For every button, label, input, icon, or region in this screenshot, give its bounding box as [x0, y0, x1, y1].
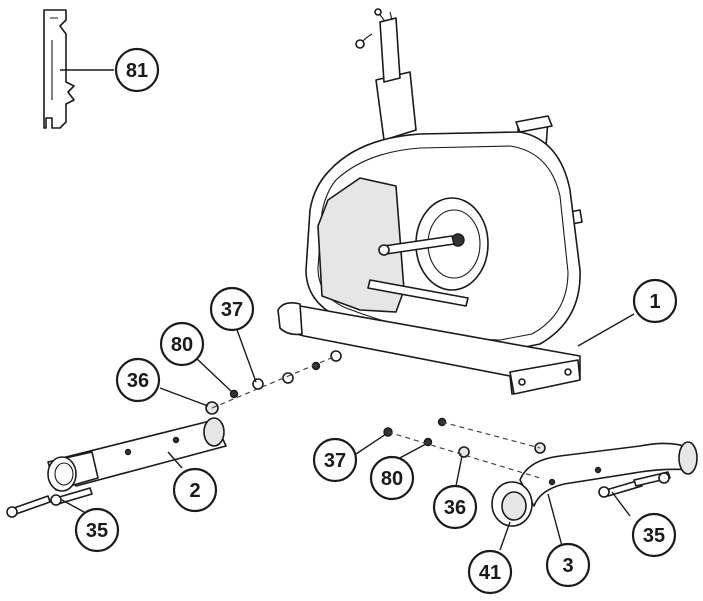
callout-36-left: 36: [115, 357, 161, 403]
callout-label-37-right: 37: [324, 450, 346, 472]
callout-36-right: 36: [432, 484, 478, 530]
callout-label-36-left: 36: [127, 370, 149, 392]
wrench-tool-part: [43, 9, 75, 129]
callout-3: 3: [545, 542, 591, 588]
callout-35-right: 35: [631, 512, 677, 558]
callout-label-41: 41: [479, 562, 501, 584]
leader-lines: [60, 69, 635, 551]
callout-label-36-right: 36: [444, 497, 466, 519]
callout-label-1: 1: [649, 291, 660, 313]
callout-41: 41: [467, 549, 513, 595]
callout-label-35-left: 35: [86, 520, 108, 542]
callout-label-2: 2: [189, 480, 200, 502]
rear-stabilizer-part: [519, 441, 698, 507]
callout-label-3: 3: [562, 555, 573, 577]
callout-80-right: 80: [369, 455, 415, 501]
callout-1: 1: [632, 278, 678, 324]
callout-35-left: 35: [74, 507, 120, 553]
callout-label-81: 81: [126, 60, 148, 82]
callout-80-left: 80: [159, 321, 205, 367]
front-stabilizer-part: [47, 417, 227, 492]
callout-37-left: 37: [209, 286, 255, 332]
callout-81: 81: [114, 47, 160, 93]
callout-label-37-left: 37: [221, 299, 243, 321]
hardware-parts: [6, 350, 671, 518]
callout-2: 2: [172, 467, 218, 513]
callout-37-right: 37: [312, 437, 358, 483]
callout-label-35-right: 35: [643, 525, 665, 547]
end-cap-part: [491, 481, 533, 527]
main-frame-part: [277, 8, 583, 395]
callout-label-80-right: 80: [381, 468, 403, 490]
callout-label-80-left: 80: [171, 334, 193, 356]
